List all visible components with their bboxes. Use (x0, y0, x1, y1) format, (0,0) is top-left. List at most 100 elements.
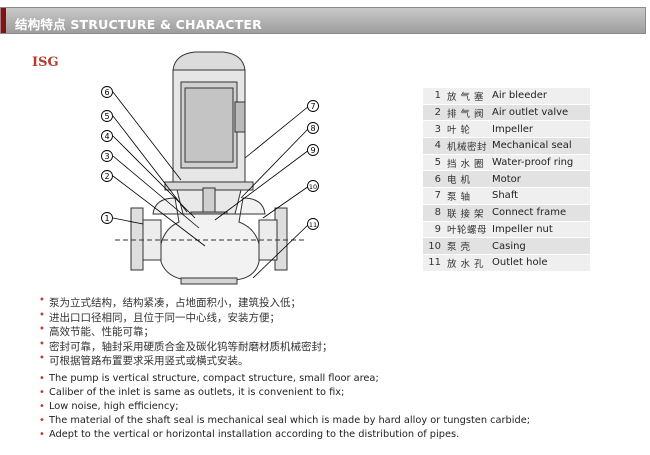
callout-2: 2 (101, 170, 113, 182)
callout-11: 11 (307, 218, 319, 230)
header-accent-bar (1, 8, 6, 33)
part-name-en: Outlet hole (489, 254, 590, 272)
bullet-icon: • (39, 415, 45, 426)
part-number: 3 (423, 120, 447, 139)
feature-text: Low noise, high efficiency; (49, 401, 179, 412)
callout-11-label: 11 (309, 221, 317, 229)
list-item: • Low noise, high efficiency; (39, 401, 530, 415)
callout-10-label: 10 (309, 183, 317, 191)
callout-6: 6 (101, 86, 113, 98)
part-number: 4 (423, 137, 447, 155)
feature-text: The material of the shaft seal is mechan… (49, 415, 531, 426)
bullet-icon: • (39, 373, 45, 384)
bullet-icon: • (39, 353, 45, 364)
callout-3-label: 3 (104, 152, 109, 161)
part-number: 7 (423, 187, 447, 205)
pump-cross-section-diagram: 6 5 4 3 2 1 7 8 9 10 11 (101, 51, 319, 285)
part-name-en: Air bleeder (489, 88, 590, 105)
list-item: •高效节能、性能可靠； (39, 324, 333, 339)
part-name-en: Casing (489, 237, 590, 255)
part-name-en: Water-proof ring (489, 154, 590, 172)
part-number: 1 (423, 88, 447, 105)
callout-10: 10 (307, 180, 319, 192)
bullet-icon: • (39, 338, 45, 350)
feature-text: 高效节能、性能可靠； (49, 326, 154, 338)
feature-text: The pump is vertical structure, compact … (49, 373, 379, 384)
list-item: • The material of the shaft seal is mecha… (39, 415, 530, 429)
callout-6-label: 6 (104, 88, 109, 97)
part-number: 8 (423, 204, 447, 222)
feature-text: Adept to the vertical or horizontal inst… (49, 429, 460, 440)
part-number: 10 (423, 237, 447, 255)
features-list-english: • The pump is vertical structure, compact… (39, 373, 530, 443)
callout-5-label: 5 (104, 112, 109, 121)
callout-5: 5 (101, 110, 113, 122)
list-item: • Caliber of the inlet is same as outlets… (39, 387, 530, 401)
feature-text: 可根据管路布置要求采用竖式或横式安装。 (49, 355, 249, 367)
part-number: 2 (423, 104, 447, 122)
callout-7: 7 (307, 100, 319, 112)
list-item: • 进出口口径相同，且位于同一中心线，安装方便； (39, 310, 333, 325)
part-name-cn: 泵 壳 (447, 237, 489, 255)
list-item: • 密封可靠，轴封采用硬质合金及碳化钨等耐磨材质机械密封； (39, 339, 333, 354)
part-name-cn: 叶轮螺母 (447, 221, 489, 239)
part-number: 9 (423, 221, 447, 239)
part-name-cn: 放 气 塞 (447, 88, 489, 105)
part-name-en: Air outlet valve (489, 104, 590, 122)
list-item: • The pump is vertical structure, compact… (39, 373, 530, 387)
callout-1: 1 (101, 212, 113, 224)
list-item: • Adept to the vertical or horizontal ins… (39, 429, 530, 443)
callout-1-label: 1 (104, 214, 109, 223)
part-number: 5 (423, 154, 447, 172)
features-list-chinese: • 泵为立式结构，结构紧凑，占地面积小，建筑投入低； • 进出口口径相同，且位于同一… (39, 295, 333, 368)
part-name-cn: 叶 轮 (447, 120, 489, 139)
feature-text: 进出口口径相同，且位于同一中心线，安装方便； (49, 311, 280, 324)
section-header: 结构特点 STRUCTURE & CHARACTER (0, 7, 646, 34)
list-item: • 泵为立式结构，结构紧凑，占地面积小，建筑投入低； (39, 295, 333, 310)
part-name-cn: 机械密封 (447, 137, 489, 155)
callout-8-label: 8 (310, 124, 315, 133)
part-name-cn: 放 水 孔 (447, 254, 489, 272)
feature-text: 密封可靠，轴封采用硬质合金及碳化钨等耐磨材质机械密封； (49, 340, 333, 353)
bullet-icon: • (39, 309, 45, 321)
callout-2-label: 2 (104, 172, 109, 181)
list-item: • 可根据管路布置要求采用竖式或横式安装。 (39, 353, 333, 368)
part-name-en: Motor (489, 170, 590, 189)
callout-4-label: 4 (104, 132, 109, 141)
part-name-cn: 泵 轴 (447, 187, 489, 205)
callout-8: 8 (307, 122, 319, 134)
callout-9: 9 (307, 144, 319, 156)
part-name-en: Shaft (489, 187, 590, 205)
callout-3: 3 (101, 150, 113, 162)
part-name-cn: 排 气 阀 (447, 104, 489, 122)
bullet-icon: • (39, 295, 45, 306)
part-name-en: Impeller nut (489, 221, 590, 239)
callout-7-label: 7 (310, 102, 315, 111)
part-name-cn: 电 机 (447, 170, 489, 189)
part-name-cn: 挡 水 圈 (447, 154, 489, 172)
part-name-en: Impeller (489, 120, 590, 139)
bullet-icon: • (39, 387, 45, 398)
part-name-en: Mechanical seal (489, 137, 590, 155)
part-number: 11 (423, 254, 447, 272)
model-label: ISG (32, 55, 59, 70)
part-name-en: Connect frame (489, 204, 590, 222)
bullet-icon: • (39, 429, 45, 440)
part-name-cn: 联 接 架 (447, 204, 489, 222)
section-title: 结构特点 STRUCTURE & CHARACTER (15, 17, 262, 32)
bullet-icon: • (39, 401, 45, 412)
feature-text: 泵为立式结构，结构紧凑，占地面积小，建筑投入低； (49, 297, 301, 309)
callout-4: 4 (101, 130, 113, 142)
callout-9-label: 9 (310, 146, 315, 155)
feature-text: Caliber of the inlet is same as outlets,… (49, 387, 345, 398)
